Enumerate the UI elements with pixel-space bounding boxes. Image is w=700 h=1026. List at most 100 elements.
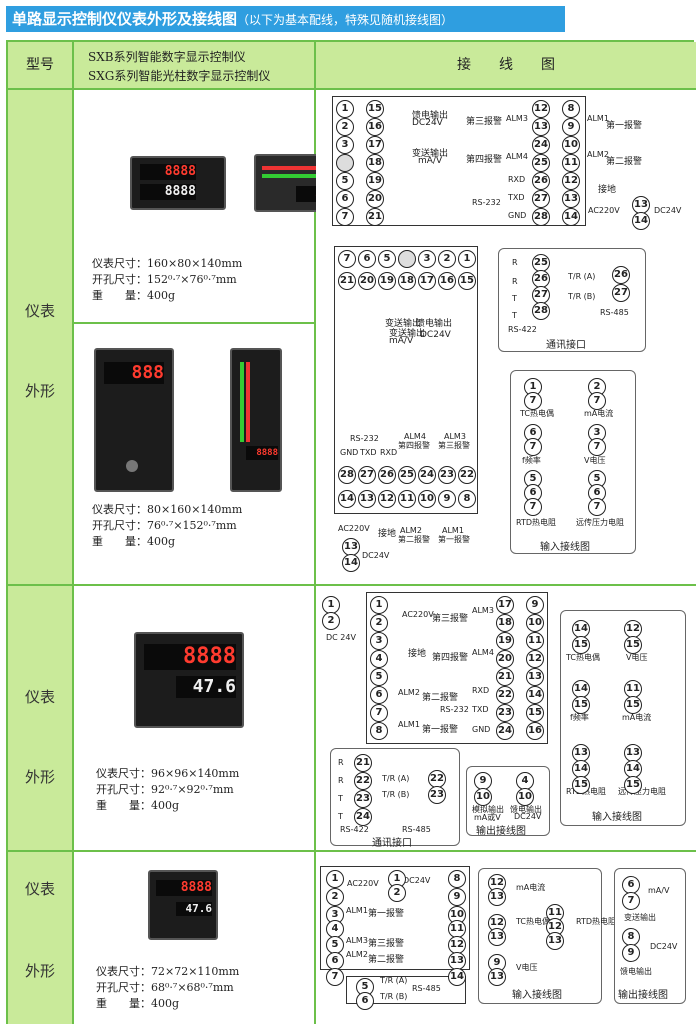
terminal-pin: 21 [338, 272, 356, 290]
side-label-1: 仪表 外形 [8, 90, 74, 586]
terminal-pin: 15 [366, 100, 384, 118]
terminal-pin: 2 [326, 888, 344, 906]
terminal-pin: 23 [354, 790, 372, 808]
terminal-pin: 6 [524, 484, 542, 502]
terminal-pin: 10 [562, 136, 580, 154]
side-label-3: 仪表 外形 [8, 852, 74, 1024]
terminal-pin: 16 [438, 272, 456, 290]
device-panel-1: 8888 8888 8888 仪表尺寸：160×80×140mm 开孔尺寸：15… [74, 90, 354, 324]
terminal-pin: 1 [336, 100, 354, 118]
terminal-pin: 9 [622, 944, 640, 962]
terminal-pin: 5 [378, 250, 396, 268]
terminal-pin: 10 [474, 788, 492, 806]
device-panel-2: 888 8888 仪表尺寸：80×160×140mm 开孔尺寸：76⁰·⁷×15… [74, 324, 316, 586]
terminal-pin: 1 [326, 870, 344, 888]
terminal-pin: 14 [448, 968, 466, 986]
terminal-pin: 25 [532, 154, 550, 172]
terminal-pin: 9 [448, 888, 466, 906]
terminal-pin: 19 [378, 272, 396, 290]
terminal-pin: 21 [366, 208, 384, 226]
terminal-pin: 1 [458, 250, 476, 268]
device-panel-3: 8888 47.6 仪表尺寸：96×96×140mm 开孔尺寸：92⁰·⁷×92… [74, 586, 316, 852]
terminal-pin: 10 [418, 490, 436, 508]
terminal-pin: 22 [458, 466, 476, 484]
terminal-pin: 4 [516, 772, 534, 790]
terminal-pin: 13 [562, 190, 580, 208]
terminal-pin: 8 [562, 100, 580, 118]
terminal-pin: 7 [326, 968, 344, 986]
terminal-pin: 7 [338, 250, 356, 268]
terminal-pin: 2 [336, 118, 354, 136]
terminal-pin: 28 [532, 302, 550, 320]
terminal-pin: 14 [624, 760, 642, 778]
terminal-pin: 6 [356, 992, 374, 1010]
terminal-pin: 23 [496, 704, 514, 722]
terminal-pin: 7 [588, 438, 606, 456]
terminal-block-4 [320, 866, 470, 970]
terminal-pin: 12 [562, 172, 580, 190]
terminal-pin: 18 [398, 272, 416, 290]
terminal-pin: 14 [562, 208, 580, 226]
terminal-pin: 10 [516, 788, 534, 806]
terminal-pin [336, 154, 354, 172]
terminal-pin: 17 [496, 596, 514, 614]
terminal-pin: 13 [532, 118, 550, 136]
terminal-pin: 15 [624, 696, 642, 714]
terminal-pin: 24 [418, 466, 436, 484]
terminal-pin: 10 [526, 614, 544, 632]
terminal-pin: 1 [370, 596, 388, 614]
side-label-2: 仪表 外形 [8, 586, 74, 852]
terminal-pin: 2 [370, 614, 388, 632]
terminal-pin: 20 [358, 272, 376, 290]
terminal-pin: 9 [562, 118, 580, 136]
terminal-pin: 7 [588, 498, 606, 516]
terminal-pin: 18 [496, 614, 514, 632]
terminal-pin: 14 [632, 212, 650, 230]
terminal-pin: 13 [526, 668, 544, 686]
terminal-pin: 15 [572, 636, 590, 654]
terminal-pin: 9 [438, 490, 456, 508]
device-image-96: 8888 47.6 [134, 632, 244, 728]
terminal-pin: 15 [526, 704, 544, 722]
terminal-pin: 19 [496, 632, 514, 650]
terminal-pin: 12 [526, 650, 544, 668]
terminal-pin: 14 [526, 686, 544, 704]
terminal-pin: 3 [370, 632, 388, 650]
terminal-pin: 3 [336, 136, 354, 154]
page-title: 单路显示控制仪仪表外形及接线图（以下为基本配线，特殊见随机接线图） [6, 6, 565, 32]
device-panel-4: 8888 47.6 仪表尺寸：72×72×110mm 开孔尺寸：68⁰·⁷×68… [74, 852, 316, 1024]
terminal-pin: 24 [354, 808, 372, 826]
terminal-pin: 25 [398, 466, 416, 484]
terminal-pin: 15 [624, 636, 642, 654]
spec-block-2: 仪表尺寸：80×160×140mm 开孔尺寸：76⁰·⁷×152⁰·⁷mm 重 … [92, 503, 243, 548]
terminal-pin: 11 [398, 490, 416, 508]
spec-block-4: 仪表尺寸：72×72×110mm 开孔尺寸：68⁰·⁷×68⁰·⁷mm 重 量：… [96, 965, 240, 1010]
terminal-pin: 24 [496, 722, 514, 740]
terminal-pin: 15 [572, 696, 590, 714]
terminal-pin: 14 [342, 554, 360, 572]
terminal-pin: 1 [322, 596, 340, 614]
terminal-pin: 7 [370, 704, 388, 722]
terminal-pin [398, 250, 416, 268]
terminal-pin: 19 [366, 172, 384, 190]
spec-block-1: 仪表尺寸：160×80×140mm 开孔尺寸：152⁰·⁷×76⁰·⁷mm 重 … [92, 257, 243, 302]
header-wiring: 接 线 图 [316, 42, 696, 90]
terminal-block-3 [366, 592, 548, 744]
terminal-pin: 11 [448, 920, 466, 938]
terminal-pin: 13 [488, 888, 506, 906]
terminal-pin: 7 [524, 392, 542, 410]
terminal-pin: 27 [532, 286, 550, 304]
terminal-pin: 26 [532, 172, 550, 190]
device-image-sxg-vertical: 8888 [230, 348, 282, 492]
terminal-pin: 11 [624, 680, 642, 698]
terminal-pin: 16 [366, 118, 384, 136]
terminal-pin: 2 [438, 250, 456, 268]
terminal-pin: 3 [418, 250, 436, 268]
terminal-pin: 8 [370, 722, 388, 740]
terminal-pin: 7 [524, 438, 542, 456]
device-image-sxb-vertical: 888 [94, 348, 174, 492]
terminal-pin: 7 [622, 892, 640, 910]
terminal-pin: 23 [428, 786, 446, 804]
terminal-pin: 12 [448, 936, 466, 954]
terminal-pin: 11 [562, 154, 580, 172]
